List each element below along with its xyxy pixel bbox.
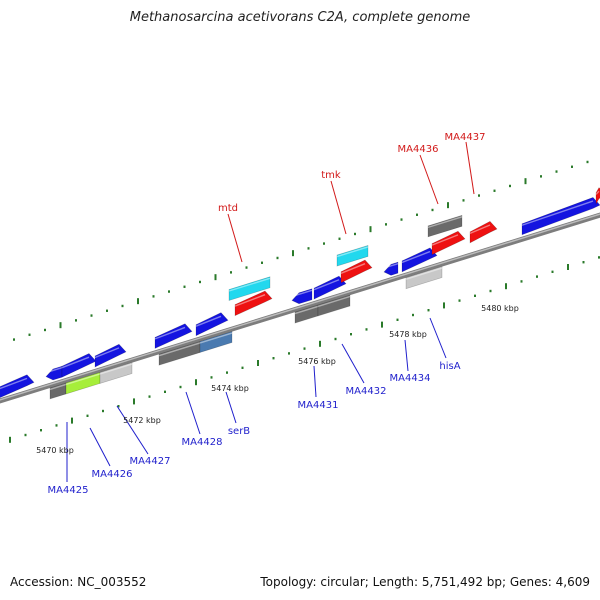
gene-label-hisa: hisA	[439, 361, 460, 372]
gene-forward-4[interactable]	[94, 343, 127, 368]
gene-inner-3[interactable]	[99, 362, 133, 384]
label-leader	[429, 317, 447, 359]
gene-forward-11[interactable]	[521, 197, 600, 236]
tick-label: 5472 kbp	[123, 416, 161, 425]
gene-label-ma4431: MA4431	[298, 400, 339, 411]
gene-label-serb: serB	[228, 426, 250, 437]
label-leader	[89, 427, 111, 467]
gene-label-ma4426: MA4426	[92, 469, 133, 480]
label-leader	[330, 180, 347, 235]
gene-forward-6[interactable]	[195, 312, 229, 337]
gene-label-ma4425: MA4425	[48, 485, 89, 496]
tick-label: 5476 kbp	[298, 357, 336, 366]
inner-dot-track	[9, 256, 600, 443]
gene-label-ma4434: MA4434	[390, 373, 431, 384]
label-leader	[341, 343, 365, 384]
tick-label: 5474 kbp	[211, 384, 249, 393]
gene-label-mtd: mtd	[218, 203, 238, 214]
label-leader	[227, 213, 243, 263]
gene-forward-7[interactable]	[291, 288, 313, 305]
gene-inner-5[interactable]	[199, 331, 233, 353]
label-leader	[404, 339, 409, 372]
label-leader	[313, 365, 317, 398]
accession-text: Accession: NC_003552	[10, 575, 147, 589]
gene-label-ma4427: MA4427	[130, 456, 171, 467]
gene-inner-8[interactable]	[405, 266, 443, 290]
gene-label-tmk: tmk	[321, 170, 341, 181]
gene-label-ma4436: MA4436	[398, 144, 439, 155]
label-leader	[116, 405, 149, 455]
gene-forward-8[interactable]	[313, 275, 347, 300]
gene-forward-2[interactable]	[45, 365, 63, 381]
genome-backbone-highlight	[0, 213, 600, 401]
gene-label-ma4432: MA4432	[346, 386, 387, 397]
gene-label-ma4428: MA4428	[182, 437, 223, 448]
gene-edge-red[interactable]	[595, 187, 600, 205]
outer-dot-track	[13, 160, 589, 341]
topology-summary: Topology: circular; Length: 5,751,492 bp…	[260, 575, 590, 589]
gene-forward-10[interactable]	[401, 247, 438, 273]
gene-inner-7[interactable]	[317, 294, 351, 317]
gene-forward-5[interactable]	[154, 323, 193, 349]
genome-backbone	[0, 212, 600, 404]
tick-label: 5470 kbp	[36, 446, 74, 455]
label-leader	[225, 391, 237, 424]
gene-ma4436-gray[interactable]	[427, 214, 463, 238]
gene-ma4436-red[interactable]	[431, 230, 466, 256]
gene-ma4437-red[interactable]	[469, 220, 498, 244]
gene-tmk-cyan[interactable]	[336, 245, 369, 267]
gene-label-ma4437: MA4437	[445, 132, 486, 143]
gene-tmk-red[interactable]	[340, 259, 373, 284]
gene-mtd-red[interactable]	[234, 290, 273, 317]
gene-forward-3[interactable]	[61, 353, 97, 378]
tick-label: 5480 kbp	[481, 304, 519, 313]
tick-label: 5478 kbp	[389, 330, 427, 339]
label-leader	[185, 391, 201, 435]
gene-forward-9[interactable]	[383, 261, 399, 276]
label-leader	[465, 141, 475, 195]
gene-mtd-cyan[interactable]	[228, 276, 271, 301]
gene-forward-1[interactable]	[0, 374, 35, 401]
label-leader	[419, 154, 439, 205]
map-title: Methanosarcina acetivorans C2A, complete…	[129, 10, 471, 25]
